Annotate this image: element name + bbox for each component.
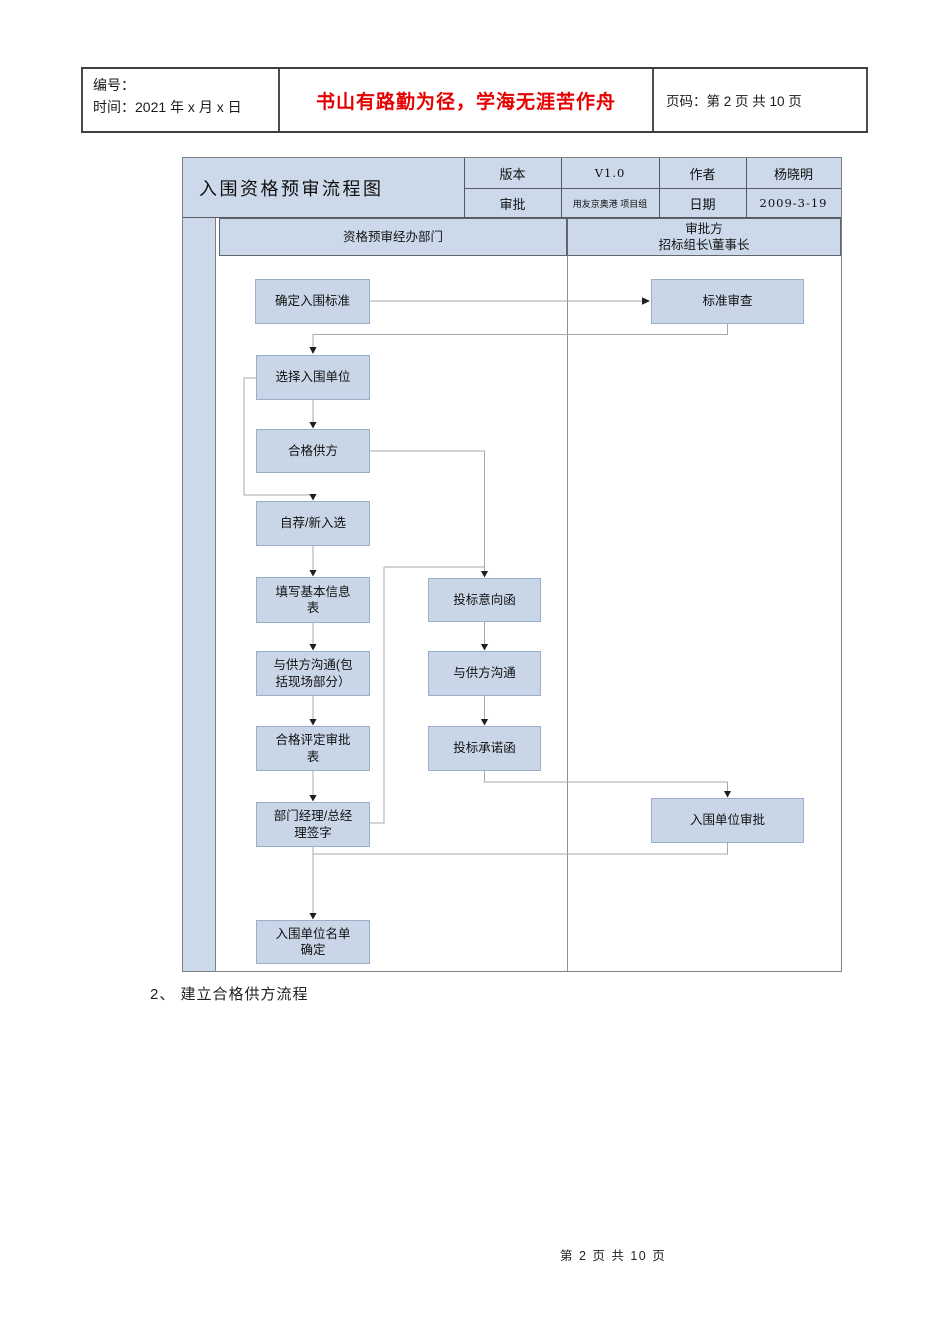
title-grid-line [464,188,841,189]
node-communicate-with-supplier-site: 与供方沟通(包 括现场部分） [256,651,370,696]
node-qualified-supplier: 合格供方 [256,429,370,473]
node-communicate-with-supplier: 与供方沟通 [428,651,541,696]
flowchart-title: 入围资格预审流程图 [199,179,384,199]
meta-version-value: V1.0 [594,166,626,180]
header-number-time-cell: 编号： 时间：2021 年 x 月 x 日 [81,69,280,131]
lane-left-strip [183,218,216,971]
page-header-table: 编号： 时间：2021 年 x 月 x 日 书山有路勤为径，学海无涯苦作舟 页码… [81,67,868,133]
header-motto-cell: 书山有路勤为径，学海无涯苦作舟 [280,69,652,131]
meta-approve-label: 审批 [499,196,526,212]
meta-date-label: 日期 [689,196,716,212]
node-select-units: 选择入围单位 [256,355,370,400]
node-bid-intent-letter: 投标意向函 [428,578,541,622]
header-number-line: 编号： [93,77,135,93]
lane-divider-line [567,256,568,971]
footer-page-number: 第 2 页 共 10 页 [560,1249,667,1263]
meta-approve-value: 用友京奥港 项目组 [572,198,648,209]
meta-version-label: 版本 [499,166,526,182]
header-time-line: 时间：2021 年 x 月 x 日 [93,98,242,115]
lane-header-operator: 资格预审经办部门 [219,218,567,256]
header-page-cell: 页码：第 2 页 共 10 页 [652,69,868,131]
node-manager-signature: 部门经理/总经 理签字 [256,802,370,847]
section-item-2: 2、 建立合格供方流程 [150,986,309,1003]
flowchart-title-block: 入围资格预审流程图 版本 V1.0 作者 杨晓明 审批 用友京奥港 项目组 日期… [183,158,841,218]
node-self-recommend-new: 自荐/新入选 [256,501,370,546]
lane-header-approver: 审批方 招标组长\董事长 [567,218,841,256]
node-fill-basic-info: 填写基本信息 表 [256,577,370,623]
header-page-info: 页码：第 2 页 共 10 页 [666,94,802,109]
node-shortlist-approval: 入围单位审批 [651,798,804,843]
node-criteria-review: 标准审查 [651,279,804,324]
node-bid-promise-letter: 投标承诺函 [428,726,541,771]
node-qualification-approval-form: 合格评定审批 表 [256,726,370,771]
meta-date-value: 2009-3-19 [759,196,828,210]
header-motto-text: 书山有路勤为径，学海无涯苦作舟 [315,91,616,113]
flowchart-frame: 入围资格预审流程图 版本 V1.0 作者 杨晓明 审批 用友京奥港 项目组 日期… [182,157,842,972]
node-final-shortlist: 入围单位名单 确定 [256,920,370,964]
meta-author-label: 作者 [689,166,716,182]
node-confirm-criteria: 确定入围标准 [255,279,370,324]
meta-author-value: 杨晓明 [773,166,813,182]
